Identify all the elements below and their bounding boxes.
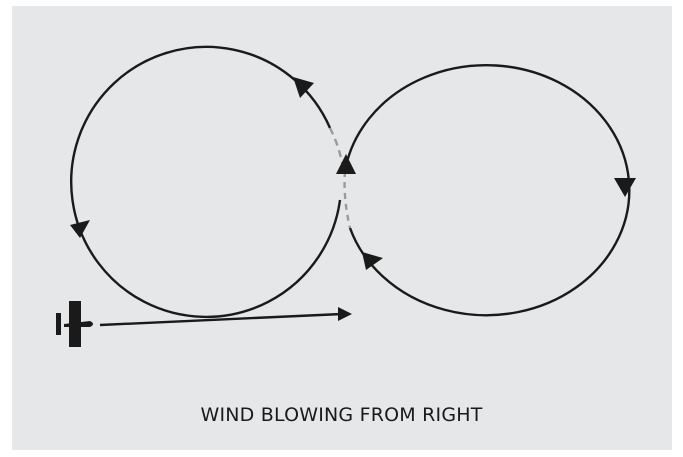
- diagram-panel: [12, 6, 672, 450]
- right-circle-dashed-segment: [343, 170, 352, 229]
- entry-track-line: [99, 312, 343, 327]
- left-circle-dashed-segment: [328, 127, 345, 169]
- wind-direction-caption: WIND BLOWING FROM RIGHT: [200, 404, 483, 426]
- right-circle-path: [343, 64, 631, 317]
- arrowhead-icon-right-bottom: [362, 252, 383, 270]
- left-circle-path: [70, 45, 342, 319]
- arrowhead-icon-left-side: [70, 220, 90, 238]
- arrowhead-icon-center: [336, 154, 356, 174]
- arrowhead-icon-left-top: [293, 77, 314, 98]
- arrowhead-icon-right-side: [614, 178, 636, 197]
- airplane-icon: [56, 301, 93, 347]
- entry-track-arrowhead-icon: [338, 307, 352, 321]
